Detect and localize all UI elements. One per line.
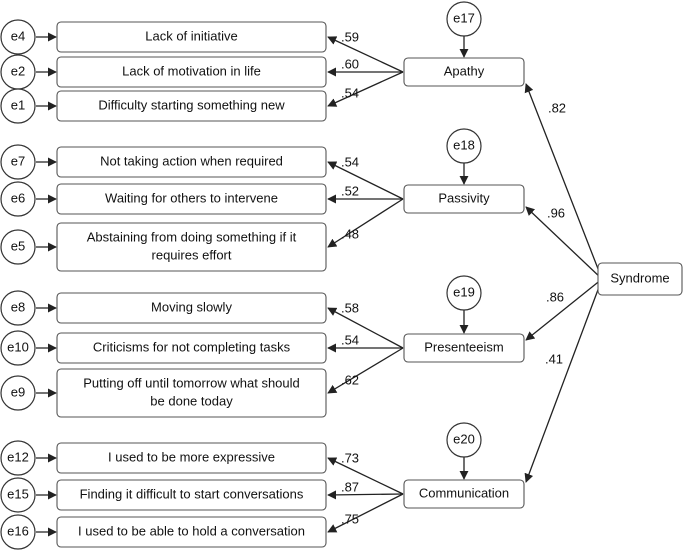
- error-label: e2: [11, 63, 25, 78]
- path-coefficient: .96: [547, 205, 565, 220]
- error-term-e19: [446, 275, 482, 311]
- factor-box-communication: [403, 479, 525, 509]
- loading-coefficient: .58: [341, 300, 359, 315]
- structural-arrow: [525, 206, 603, 280]
- error-label: e20: [453, 431, 475, 446]
- loading-arrow: [327, 347, 404, 394]
- indicator-label: Abstaining from doing something if it: [87, 229, 297, 244]
- loading-coefficient: .87: [341, 479, 359, 494]
- loading-coefficient: .52: [341, 183, 359, 198]
- indicator-box: [56, 479, 327, 511]
- error-term-e7: [0, 144, 36, 180]
- error-term-e8: [0, 290, 36, 326]
- error-term-e17: [446, 1, 482, 37]
- loading-coefficient: .60: [341, 56, 359, 71]
- error-label: e10: [7, 339, 29, 354]
- factor-label: Passivity: [438, 190, 490, 205]
- loading-coefficient: .62: [341, 372, 359, 387]
- indicator-label: Lack of motivation in life: [122, 63, 261, 78]
- error-term-e20: [446, 422, 482, 458]
- loading-arrow: [327, 457, 404, 495]
- error-term-e12: [0, 440, 36, 476]
- error-label: e1: [11, 97, 25, 112]
- structural-arrow: [524, 83, 603, 280]
- error-label: e15: [7, 486, 29, 501]
- indicator-label: Putting off until tomorrow what should: [83, 375, 300, 390]
- loading-arrow: [327, 307, 404, 349]
- error-label: e19: [453, 284, 475, 299]
- factor-label: Communication: [419, 485, 509, 500]
- structural-arrow: [524, 278, 603, 483]
- indicator-label: Difficulty starting something new: [98, 97, 285, 112]
- error-term-e6: [0, 181, 36, 217]
- indicator-box: [56, 292, 327, 324]
- indicator-box: [56, 21, 327, 53]
- error-label: e12: [7, 449, 29, 464]
- indicator-box: [56, 222, 327, 272]
- path-coefficient: .41: [545, 351, 563, 366]
- loading-coefficient: .54: [341, 332, 359, 347]
- error-term-e1: [0, 88, 36, 124]
- factor-label: Apathy: [444, 63, 485, 78]
- loading-coefficient: .59: [341, 29, 359, 44]
- indicator-label: Not taking action when required: [100, 153, 283, 168]
- loading-coefficient: .48: [341, 226, 359, 241]
- error-term-e4: [0, 19, 36, 55]
- error-label: e17: [453, 10, 475, 25]
- indicator-label: Criticisms for not completing tasks: [93, 339, 291, 354]
- error-term-e15: [0, 477, 36, 513]
- indicator-box: [56, 90, 327, 122]
- indicator-box: [56, 146, 327, 178]
- error-term-e10: [0, 330, 36, 366]
- indicator-label: Lack of initiative: [145, 28, 238, 43]
- error-term-e16: [0, 514, 36, 550]
- indicator-label: Waiting for others to intervene: [105, 190, 278, 205]
- loading-coefficient: .73: [341, 450, 359, 465]
- error-label: e6: [11, 190, 25, 205]
- factor-box-presenteeism: [403, 333, 525, 363]
- error-term-e5: [0, 229, 36, 265]
- indicator-box: [56, 368, 327, 418]
- loading-coefficient: .54: [341, 154, 359, 169]
- loading-coefficient: .54: [341, 85, 359, 100]
- indicator-label: Moving slowly: [151, 299, 232, 314]
- path-coefficient: .86: [546, 289, 564, 304]
- error-label: e18: [453, 137, 475, 152]
- syndrome-box: [597, 262, 683, 296]
- error-term-e9: [0, 375, 36, 411]
- indicator-box: [56, 183, 327, 215]
- indicator-box: [56, 516, 327, 548]
- factor-box-apathy: [403, 57, 525, 87]
- factor-label: Presenteeism: [424, 339, 503, 354]
- indicator-label: requires effort: [152, 247, 232, 262]
- loading-arrow: [327, 36, 404, 73]
- indicator-box: [56, 56, 327, 88]
- error-label: e8: [11, 299, 25, 314]
- structural-arrow: [525, 278, 603, 341]
- loading-arrow: [327, 71, 404, 107]
- indicator-label: Finding it difficult to start conversati…: [80, 486, 304, 501]
- error-label: e9: [11, 384, 25, 399]
- loading-coefficient: .75: [341, 511, 359, 526]
- indicator-label: I used to be able to hold a conversation: [78, 523, 305, 538]
- indicator-label: I used to be more expressive: [108, 449, 275, 464]
- loading-arrow: [327, 198, 404, 248]
- syndrome-label: Syndrome: [610, 270, 669, 285]
- error-label: e16: [7, 523, 29, 538]
- indicator-label: be done today: [150, 393, 233, 408]
- loading-arrow: [327, 161, 404, 200]
- error-label: e4: [11, 28, 25, 43]
- error-label: e7: [11, 153, 25, 168]
- factor-box-passivity: [403, 184, 525, 214]
- error-term-e18: [446, 128, 482, 164]
- path-coefficient: .82: [548, 100, 566, 115]
- loading-arrow: [327, 490, 404, 500]
- indicator-box: [56, 442, 327, 474]
- indicator-box: [56, 332, 327, 364]
- error-label: e5: [11, 238, 25, 253]
- loading-arrow: [327, 493, 404, 533]
